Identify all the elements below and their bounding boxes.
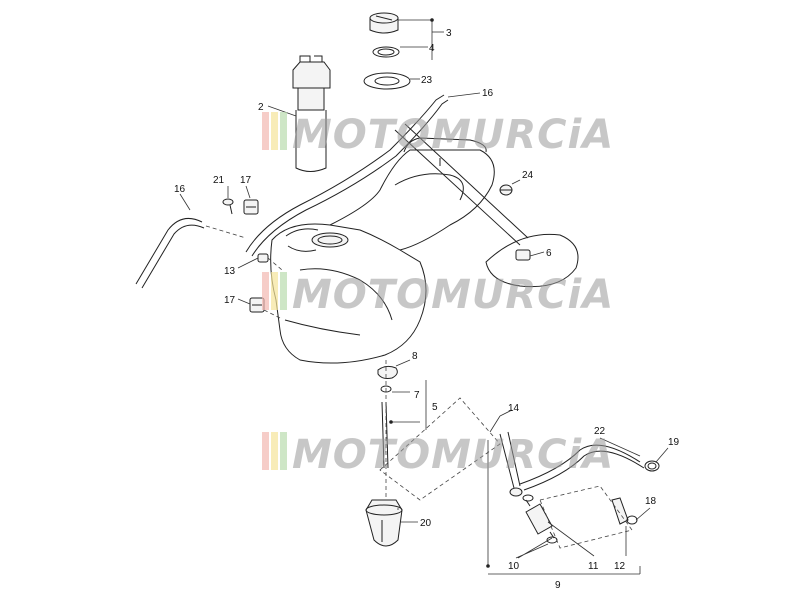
ref-6: 6: [546, 248, 552, 259]
watermark-bottom: MOTOMURCiA: [262, 432, 614, 478]
filter-20: [365, 499, 403, 547]
ref-9: 9: [555, 580, 561, 591]
ref-11: 11: [588, 561, 599, 572]
connector-12: [611, 497, 629, 525]
dashed-guide-b: [263, 257, 283, 319]
dashed-guide-d: [379, 397, 501, 501]
leader-lines: [179, 18, 669, 575]
ref-19: 19: [668, 437, 680, 448]
fuel-cap: [369, 12, 399, 34]
bolt-24: [499, 184, 513, 196]
ref-7: 7: [414, 390, 420, 401]
ref-24: 24: [522, 170, 534, 181]
ref-18: 18: [645, 496, 657, 507]
fuel-filter-11: [525, 499, 555, 539]
watermark-middle: MOTOMURCiA: [262, 272, 614, 318]
ref-3: 3: [446, 28, 452, 39]
support-bracket: [394, 123, 579, 288]
dashed-guide-a: [205, 225, 247, 239]
ref-22: 22: [594, 426, 606, 437]
ref-21: 21: [213, 175, 225, 186]
ref-23: 23: [421, 75, 433, 86]
ref-12: 12: [614, 561, 626, 572]
seal-ring: [363, 72, 411, 90]
fuel-tank: [270, 137, 495, 364]
clamp-8: [377, 365, 398, 379]
ref-14: 14: [508, 403, 520, 414]
gasket-ring: [372, 46, 400, 58]
vent-hose-left: [135, 217, 205, 289]
clip-17-lower: [249, 297, 265, 313]
clamp-6: [515, 249, 531, 261]
fuel-pump: [292, 55, 331, 172]
ref-5: 5: [432, 402, 438, 413]
ref-20: 20: [420, 518, 432, 529]
watermark-text: MOTOMURCiA: [292, 112, 614, 158]
hose-22: [519, 444, 645, 491]
ref-16-upper: 16: [482, 88, 494, 99]
clip-17-upper: [243, 199, 259, 215]
ref-16-left: 16: [174, 184, 186, 195]
screw-21: [222, 198, 234, 215]
watermark-top: MOTOMURCiA: [262, 112, 614, 158]
clip-13: [257, 253, 269, 263]
watermark-text: MOTOMURCiA: [292, 432, 614, 478]
ref-17-upper: 17: [240, 175, 252, 186]
hose-14: [499, 431, 523, 497]
ref-10: 10: [508, 561, 520, 572]
ref-8: 8: [412, 351, 418, 362]
clamp-18: [626, 515, 638, 525]
ref-17-lower: 17: [224, 295, 236, 306]
ref-2: 2: [258, 102, 264, 113]
vent-hose-upper: [245, 94, 449, 257]
ref-4: 4: [429, 43, 435, 54]
watermark-text: MOTOMURCiA: [292, 272, 614, 318]
reference-numbers: 3 4 23 16 2 21 17 16 24 6 13 17 8 7 5 14…: [174, 28, 680, 591]
clamp-19: [644, 460, 660, 472]
ref-13: 13: [224, 266, 236, 277]
